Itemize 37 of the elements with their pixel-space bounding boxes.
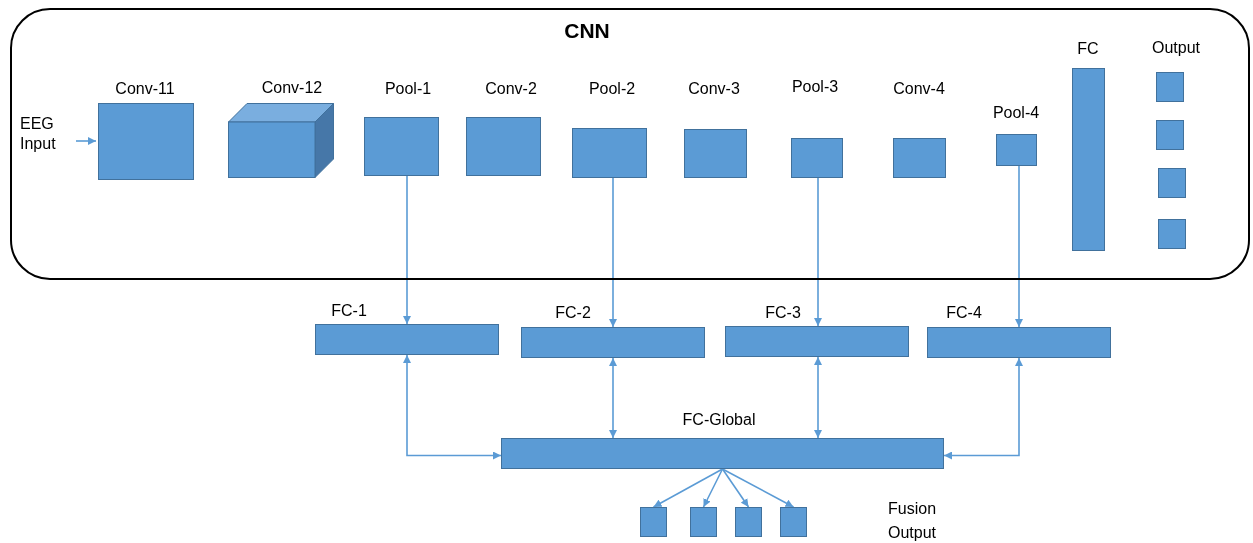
layer-block <box>1158 219 1186 249</box>
layer-label: FC-2 <box>555 305 591 321</box>
layer-label: FC <box>1077 41 1099 57</box>
input-label: EEG Input <box>20 114 70 158</box>
cnn-panel <box>10 8 1250 280</box>
arrow <box>403 354 502 460</box>
layer-label: Pool-1 <box>384 81 432 97</box>
layer-label: Conv-3 <box>688 81 740 97</box>
output-label: Output <box>1152 38 1202 58</box>
layer-block <box>640 507 667 537</box>
arrow <box>814 356 822 439</box>
layer-block <box>1158 168 1186 198</box>
layer-block <box>1156 120 1184 150</box>
arrow <box>609 357 617 439</box>
layer-label: Conv-4 <box>893 81 945 97</box>
layer-label: Pool-4 <box>992 105 1040 121</box>
layer-label: FC-3 <box>765 305 801 321</box>
layer-block <box>735 507 762 537</box>
layer-label: Pool-2 <box>588 81 636 97</box>
arrow <box>652 468 724 508</box>
layer-label: Conv-2 <box>485 81 537 97</box>
layer-label: FC-4 <box>946 305 982 321</box>
arrow <box>75 137 97 145</box>
layer-label: FC-Global <box>682 412 756 428</box>
arrow <box>943 357 1023 460</box>
layer-label: Pool-3 <box>791 79 839 95</box>
arrow <box>702 468 724 508</box>
panel-title: CNN <box>564 20 610 41</box>
layer-label: FC-1 <box>331 303 367 319</box>
arrow <box>721 468 750 508</box>
layer-label: Conv-11 <box>115 81 175 97</box>
arrow <box>721 468 795 508</box>
layer-block <box>780 507 807 537</box>
output-label: Fusion Output <box>888 499 938 543</box>
layer-block <box>1156 72 1184 102</box>
layer-label: Conv-12 <box>261 80 323 96</box>
layer-block <box>690 507 717 537</box>
